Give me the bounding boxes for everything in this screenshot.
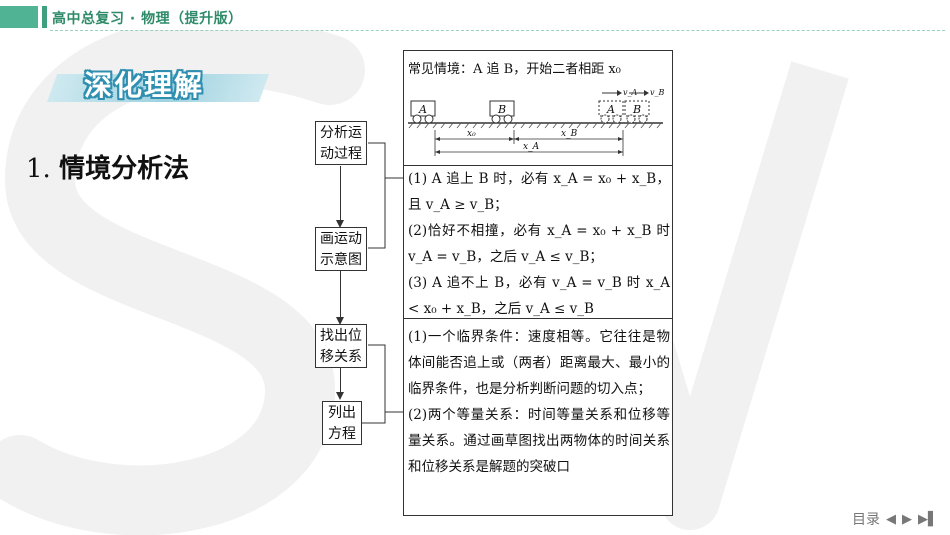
notes-list: (1)一个临界条件：速度相等。它往往是物体间能否追上或（两者）距离最大、最小的临… xyxy=(408,324,670,480)
condition-item: (2)恰好不相撞，必有 x_A = x₀ + x_B 时 v_A = v_B，之… xyxy=(408,223,670,265)
condition-item: (1) A 追上 B 时，必有 x_A = x₀ + x_B，且 v_A ≥ v… xyxy=(408,171,670,213)
content-table xyxy=(403,50,673,516)
velocity-b-label: v_B xyxy=(650,88,665,97)
header-accent-stripe xyxy=(42,6,47,28)
header-accent-block xyxy=(0,6,38,28)
section-banner: 深化理解 xyxy=(46,64,270,104)
flow-step-text: 画运动 xyxy=(320,231,362,247)
conditions-list: (1) A 追上 B 时，必有 x_A = x₀ + x_B，且 v_A ≥ v… xyxy=(408,166,670,322)
distance-x0-label: x₀ xyxy=(467,129,476,139)
flow-step-write-equations: 列出 方程 xyxy=(322,401,362,445)
scenario-label: 常见情境：A 追 B，开始二者相距 x₀ xyxy=(408,62,621,77)
car-a-final-label: A xyxy=(606,103,615,116)
distance-xb-label: x_B xyxy=(561,129,578,139)
condition-item: (3) A 追不上 B，必有 v_A = v_B 时 x_A < x₀ + x_… xyxy=(408,275,670,317)
section-heading: 1. 情境分析法 xyxy=(26,148,189,185)
flow-step-analyze-motion: 分析运 动过程 xyxy=(315,121,367,165)
flow-step-text: 示意图 xyxy=(320,252,362,268)
note-item: (2)两个等量关系：时间等量关系和位移等量关系。通过画草图找出两物体的时间关系和… xyxy=(408,407,670,475)
car-b-final-label: B xyxy=(632,103,641,116)
triangle-right-icon[interactable]: ▶ xyxy=(902,511,912,527)
table-divider xyxy=(403,318,673,319)
header-title: 高中总复习 · 物理（提升版） xyxy=(52,11,243,27)
triangle-left-icon[interactable]: ◀ xyxy=(886,511,896,527)
flow-step-text: 分析运 xyxy=(320,125,362,141)
flow-step-text: 移关系 xyxy=(320,349,362,365)
chase-scenario-diagram: A B A B v_A v_B x₀ x_B x_A xyxy=(408,88,665,156)
flow-step-find-displacement: 找出位 移关系 xyxy=(315,324,367,368)
page-header: 高中总复习 · 物理（提升版） xyxy=(0,0,950,34)
banner-label: 深化理解 xyxy=(84,69,205,102)
note-item: (1)一个临界条件：速度相等。它往往是物体间能否追上或（两者）距离最大、最小的临… xyxy=(408,329,670,397)
car-b-label: B xyxy=(497,103,506,116)
heading-number: 1. xyxy=(26,154,51,184)
flow-step-draw-diagram: 画运动 示意图 xyxy=(315,227,367,271)
skip-end-icon[interactable]: ▶▌ xyxy=(918,511,938,527)
header-divider xyxy=(50,30,945,31)
flow-connector xyxy=(340,368,341,398)
flow-step-text: 找出位 xyxy=(320,328,362,344)
car-a-label: A xyxy=(418,103,427,116)
flow-step-text: 方程 xyxy=(328,426,356,442)
table-divider xyxy=(403,165,673,166)
heading-text: 情境分析法 xyxy=(59,154,190,184)
flow-step-text: 动过程 xyxy=(320,146,362,162)
flow-connector xyxy=(340,166,341,226)
distance-xa-label: x_A xyxy=(523,142,540,152)
flow-step-text: 列出 xyxy=(328,405,356,421)
slide-navigation: 目录 ◀ ▶ ▶▌ xyxy=(852,509,938,529)
table-of-contents-link[interactable]: 目录 xyxy=(852,512,880,528)
flow-connector xyxy=(340,271,341,323)
